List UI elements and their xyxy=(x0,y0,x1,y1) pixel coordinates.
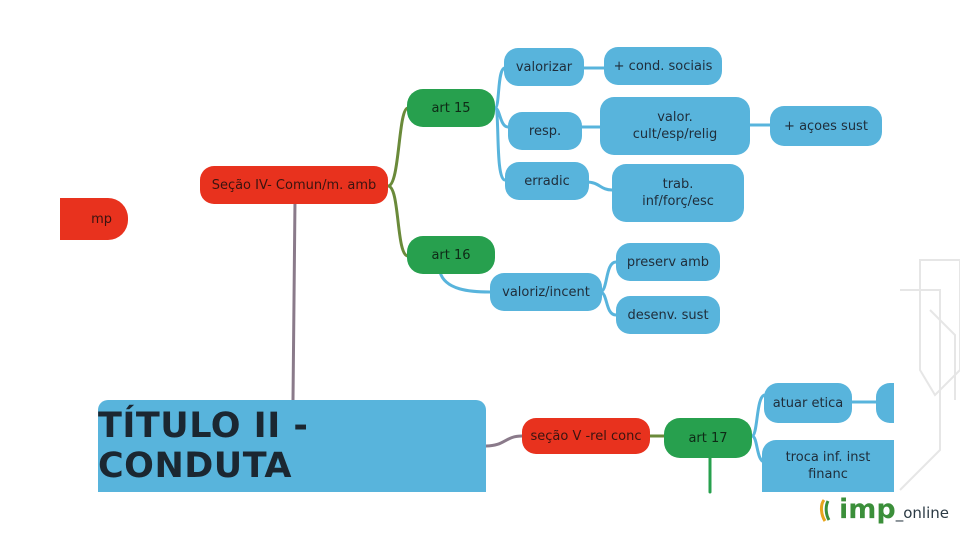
node-erradic[interactable]: erradic xyxy=(505,162,589,200)
node-cond-sociais[interactable]: + cond. sociais xyxy=(604,47,722,85)
node-valoriz-incent[interactable]: valoriz/incent xyxy=(490,273,602,311)
node-resp[interactable]: resp. xyxy=(508,112,582,150)
node-valorizar[interactable]: valorizar xyxy=(504,48,584,86)
node-art-16[interactable]: art 16 xyxy=(407,236,495,274)
node-desenv-sust[interactable]: desenv. sust xyxy=(616,296,720,334)
logo-suffix: _online xyxy=(895,504,949,522)
node-acoes-sust[interactable]: + açoes sust xyxy=(770,106,882,146)
node-preserv-amb[interactable]: preserv amb xyxy=(616,243,720,281)
node-art-17[interactable]: art 17 xyxy=(664,418,752,458)
node-atuar-etica[interactable]: atuar etica xyxy=(764,383,852,423)
node-troca-inf[interactable]: troca inf. inst financ xyxy=(762,440,894,492)
node-secao-v[interactable]: seção V -rel conc xyxy=(522,418,650,454)
logo-mark: imp xyxy=(839,494,896,525)
node-secao-iv[interactable]: Seção IV- Comun/m. amb xyxy=(200,166,388,204)
node-trab-inf[interactable]: trab. inf/forç/esc xyxy=(612,164,744,222)
imp-online-logo: imp _online xyxy=(818,494,949,525)
node-partial-left[interactable]: mp xyxy=(60,198,128,240)
node-titulo-ii[interactable]: TÍTULO II - CONDUTA xyxy=(98,400,486,492)
node-valor-cult[interactable]: valor. cult/esp/relig xyxy=(600,97,750,155)
decorative-outline-shapes xyxy=(899,259,960,491)
node-art-15[interactable]: art 15 xyxy=(407,89,495,127)
logo-figure-icon xyxy=(820,498,831,522)
node-partial-right[interactable] xyxy=(876,383,894,423)
